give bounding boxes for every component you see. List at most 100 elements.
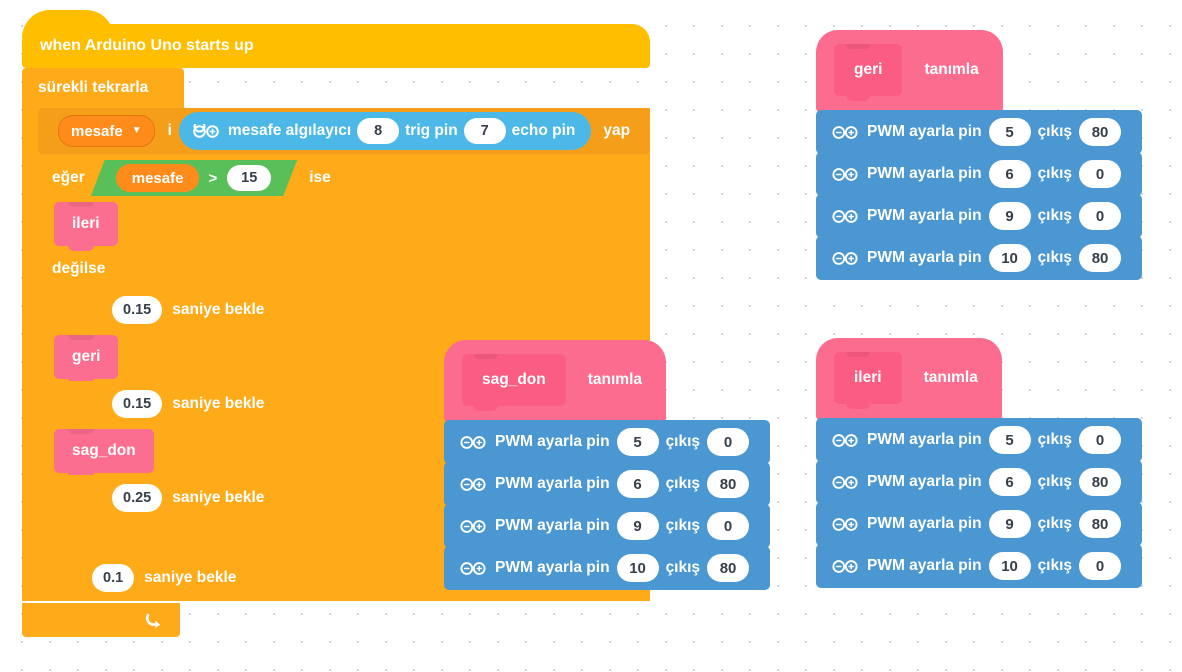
pwm-pin-input[interactable]: 5: [616, 428, 659, 456]
pwm-pin-input[interactable]: 10: [988, 244, 1031, 272]
pwm-value-input[interactable]: 0: [1079, 160, 1122, 188]
hat-block-label: when Arduino Uno starts up: [40, 37, 254, 54]
wait-seconds-input[interactable]: 0.15: [112, 390, 163, 418]
pwm-value-input[interactable]: 80: [1079, 468, 1122, 496]
ultrasonic-sensor-reporter[interactable]: mesafe algılayıcı 8 trig pin 7 echo pin: [178, 112, 592, 150]
define-hat-ileri[interactable]: ileri tanımla: [816, 338, 1002, 420]
pwm-block[interactable]: PWM ayarla pin 9 çıkış 80: [816, 502, 1143, 546]
pwm-mid-label: çıkış: [665, 517, 701, 534]
wait-seconds-input[interactable]: 0.15: [112, 296, 163, 324]
wait-label: saniye bekle: [172, 489, 265, 506]
define-prototype-name: geri: [854, 61, 883, 78]
echo-pin-input[interactable]: 7: [463, 118, 506, 144]
pwm-prefix-label: PWM ayarla pin: [867, 473, 982, 490]
define-prototype-sag-don[interactable]: sag_don: [462, 354, 566, 411]
sensor-label: mesafe algılayıcı: [227, 122, 352, 139]
define-prototype-geri[interactable]: geri: [834, 44, 903, 101]
wait-block[interactable]: 0.15 saniye bekle: [54, 381, 298, 427]
wait-block[interactable]: 0.25 saniye bekle: [54, 475, 298, 521]
my-block-call-sag-don[interactable]: sag_don: [54, 429, 154, 478]
pwm-pin-input[interactable]: 5: [988, 118, 1031, 146]
then-label: ise: [309, 169, 331, 186]
pwm-value-input[interactable]: 80: [1079, 118, 1122, 146]
define-keyword-label: tanımla: [587, 371, 642, 388]
set-variable-block[interactable]: mesafe ▼ i: [38, 108, 651, 154]
pwm-block[interactable]: PWM ayarla pin 9 çıkış 0: [444, 504, 771, 548]
pwm-mid-label: çıkış: [665, 559, 701, 576]
arduino-infinity-icon: [832, 209, 858, 223]
my-block-call-geri[interactable]: geri: [54, 335, 119, 384]
pwm-prefix-label: PWM ayarla pin: [495, 433, 610, 450]
wait-seconds-input[interactable]: 0.1: [92, 564, 135, 592]
pwm-value-input[interactable]: 80: [707, 470, 750, 498]
pwm-block[interactable]: PWM ayarla pin 6 çıkış 80: [816, 460, 1143, 504]
define-hat-geri[interactable]: geri tanımla: [816, 30, 1003, 112]
if-else-footer: [38, 527, 338, 553]
forever-header[interactable]: sürekli tekrarla: [22, 68, 184, 108]
pwm-value-input[interactable]: 80: [1079, 244, 1122, 272]
pwm-pin-input[interactable]: 9: [988, 202, 1031, 230]
wait-seconds-input[interactable]: 0.25: [112, 484, 163, 512]
set-variable-tail-word: yap: [603, 122, 631, 139]
pwm-prefix-label: PWM ayarla pin: [867, 123, 982, 140]
definition-script-ileri[interactable]: ileri tanımla PWM ayarla pin 5 çıkış 0 P…: [816, 338, 1143, 588]
pwm-block[interactable]: PWM ayarla pin 5 çıkış 0: [444, 420, 771, 464]
pwm-value-input[interactable]: 80: [707, 554, 750, 582]
pwm-block[interactable]: PWM ayarla pin 10 çıkış 80: [444, 546, 771, 590]
pwm-value-input[interactable]: 0: [1079, 202, 1122, 230]
pwm-pin-input[interactable]: 6: [988, 160, 1031, 188]
hat-block-when-arduino-starts[interactable]: when Arduino Uno starts up: [22, 10, 651, 68]
pwm-prefix-label: PWM ayarla pin: [867, 207, 982, 224]
pwm-pin-input[interactable]: 9: [616, 512, 659, 540]
definition-body-geri: PWM ayarla pin 5 çıkış 80 PWM ayarla pin…: [816, 110, 1143, 280]
my-block-call-label: sag_don: [72, 442, 136, 459]
define-prototype-ileri[interactable]: ileri: [834, 352, 902, 409]
pwm-prefix-label: PWM ayarla pin: [867, 431, 982, 448]
arduino-infinity-icon: [193, 123, 219, 138]
condition-left-variable[interactable]: mesafe: [116, 164, 200, 192]
pwm-prefix-label: PWM ayarla pin: [867, 557, 982, 574]
pwm-block[interactable]: PWM ayarla pin 5 çıkış 80: [816, 110, 1143, 154]
greater-than-operator[interactable]: mesafe > 15: [91, 160, 297, 196]
if-else-block[interactable]: eğer mesafe > 15 ise ileri: [38, 154, 650, 553]
pwm-block[interactable]: PWM ayarla pin 6 çıkış 80: [444, 462, 771, 506]
pwm-value-input[interactable]: 0: [707, 428, 750, 456]
else-header[interactable]: değilse: [38, 251, 338, 287]
set-variable-mid-word: i: [167, 122, 172, 139]
pwm-value-input[interactable]: 0: [1079, 426, 1122, 454]
pwm-value-input[interactable]: 0: [707, 512, 750, 540]
define-hat-sag-don[interactable]: sag_don tanımla: [444, 340, 666, 422]
pwm-prefix-label: PWM ayarla pin: [867, 249, 982, 266]
pwm-value-input[interactable]: 0: [1079, 552, 1122, 580]
wait-block[interactable]: 0.15 saniye bekle: [54, 287, 298, 333]
condition-right-input[interactable]: 15: [227, 165, 271, 191]
variable-dropdown[interactable]: mesafe ▼: [58, 115, 155, 147]
pwm-pin-input[interactable]: 9: [988, 510, 1031, 538]
if-header[interactable]: eğer mesafe > 15 ise: [38, 154, 368, 202]
pwm-mid-label: çıkış: [665, 475, 701, 492]
pwm-mid-label: çıkış: [1037, 207, 1073, 224]
definition-body-sag-don: PWM ayarla pin 5 çıkış 0 PWM ayarla pin …: [444, 420, 771, 590]
trig-pin-label: trig pin: [405, 122, 458, 139]
definition-script-geri[interactable]: geri tanımla PWM ayarla pin 5 çıkış 80 P…: [816, 30, 1143, 280]
define-prototype-name: sag_don: [482, 371, 546, 388]
arduino-infinity-icon: [832, 167, 858, 181]
pwm-block[interactable]: PWM ayarla pin 10 çıkış 0: [816, 544, 1143, 588]
trig-pin-input[interactable]: 8: [357, 118, 400, 144]
wait-label: saniye bekle: [172, 395, 265, 412]
my-block-call-ileri[interactable]: ileri: [54, 202, 118, 251]
pwm-pin-input[interactable]: 10: [988, 552, 1031, 580]
pwm-value-input[interactable]: 80: [1079, 510, 1122, 538]
pwm-block[interactable]: PWM ayarla pin 9 çıkış 0: [816, 194, 1143, 238]
pwm-mid-label: çıkış: [1037, 431, 1073, 448]
definition-script-sag-don[interactable]: sag_don tanımla PWM ayarla pin 5 çıkış 0…: [444, 340, 771, 590]
pwm-pin-input[interactable]: 6: [616, 470, 659, 498]
pwm-block[interactable]: PWM ayarla pin 10 çıkış 80: [816, 236, 1143, 280]
pwm-pin-input[interactable]: 10: [616, 554, 659, 582]
pwm-pin-input[interactable]: 5: [988, 426, 1031, 454]
pwm-block[interactable]: PWM ayarla pin 5 çıkış 0: [816, 418, 1143, 462]
wait-block-trailing[interactable]: 0.1 saniye bekle: [38, 555, 264, 601]
pwm-block[interactable]: PWM ayarla pin 6 çıkış 0: [816, 152, 1143, 196]
pwm-pin-input[interactable]: 6: [988, 468, 1031, 496]
